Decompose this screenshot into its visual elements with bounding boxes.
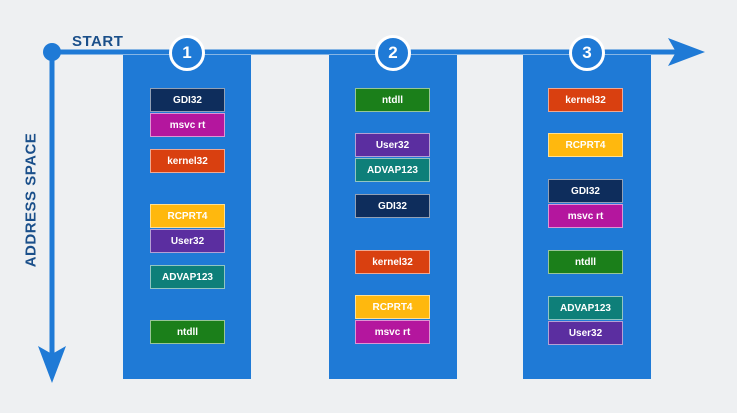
module-block: User32	[150, 229, 225, 253]
module-block: RCPRT4	[548, 133, 623, 157]
module-block: ADVAP123	[548, 296, 623, 320]
module-block: GDI32	[150, 88, 225, 112]
origin-dot	[43, 43, 61, 61]
module-block: GDI32	[355, 194, 430, 218]
column-1: 1 GDI32 msvc rt kernel32 RCPRT4 User32 A…	[123, 35, 251, 379]
module-block: kernel32	[355, 250, 430, 274]
column-3: 3 kernel32 RCPRT4 GDI32 msvc rt ntdll AD…	[523, 35, 651, 379]
module-block: msvc rt	[355, 320, 430, 344]
module-block: RCPRT4	[355, 295, 430, 319]
module-block: ADVAP123	[355, 158, 430, 182]
module-block: User32	[548, 321, 623, 345]
module-block: kernel32	[548, 88, 623, 112]
module-block: RCPRT4	[150, 204, 225, 228]
module-block: kernel32	[150, 149, 225, 173]
address-space-label: ADDRESS SPACE	[22, 132, 40, 268]
start-label: START	[72, 33, 124, 50]
module-block: msvc rt	[150, 113, 225, 137]
step-number-3: 3	[569, 35, 605, 71]
module-block: msvc rt	[548, 204, 623, 228]
down-arrow-head	[38, 346, 66, 383]
step-number-2: 2	[375, 35, 411, 71]
column-2: 2 ntdll User32 ADVAP123 GDI32 kernel32 R…	[329, 35, 457, 379]
module-block: ntdll	[355, 88, 430, 112]
module-block: ADVAP123	[150, 265, 225, 289]
module-block: GDI32	[548, 179, 623, 203]
module-block: ntdll	[150, 320, 225, 344]
right-arrow-head	[668, 38, 705, 66]
module-block: ntdll	[548, 250, 623, 274]
step-number-1: 1	[169, 35, 205, 71]
module-block: User32	[355, 133, 430, 157]
